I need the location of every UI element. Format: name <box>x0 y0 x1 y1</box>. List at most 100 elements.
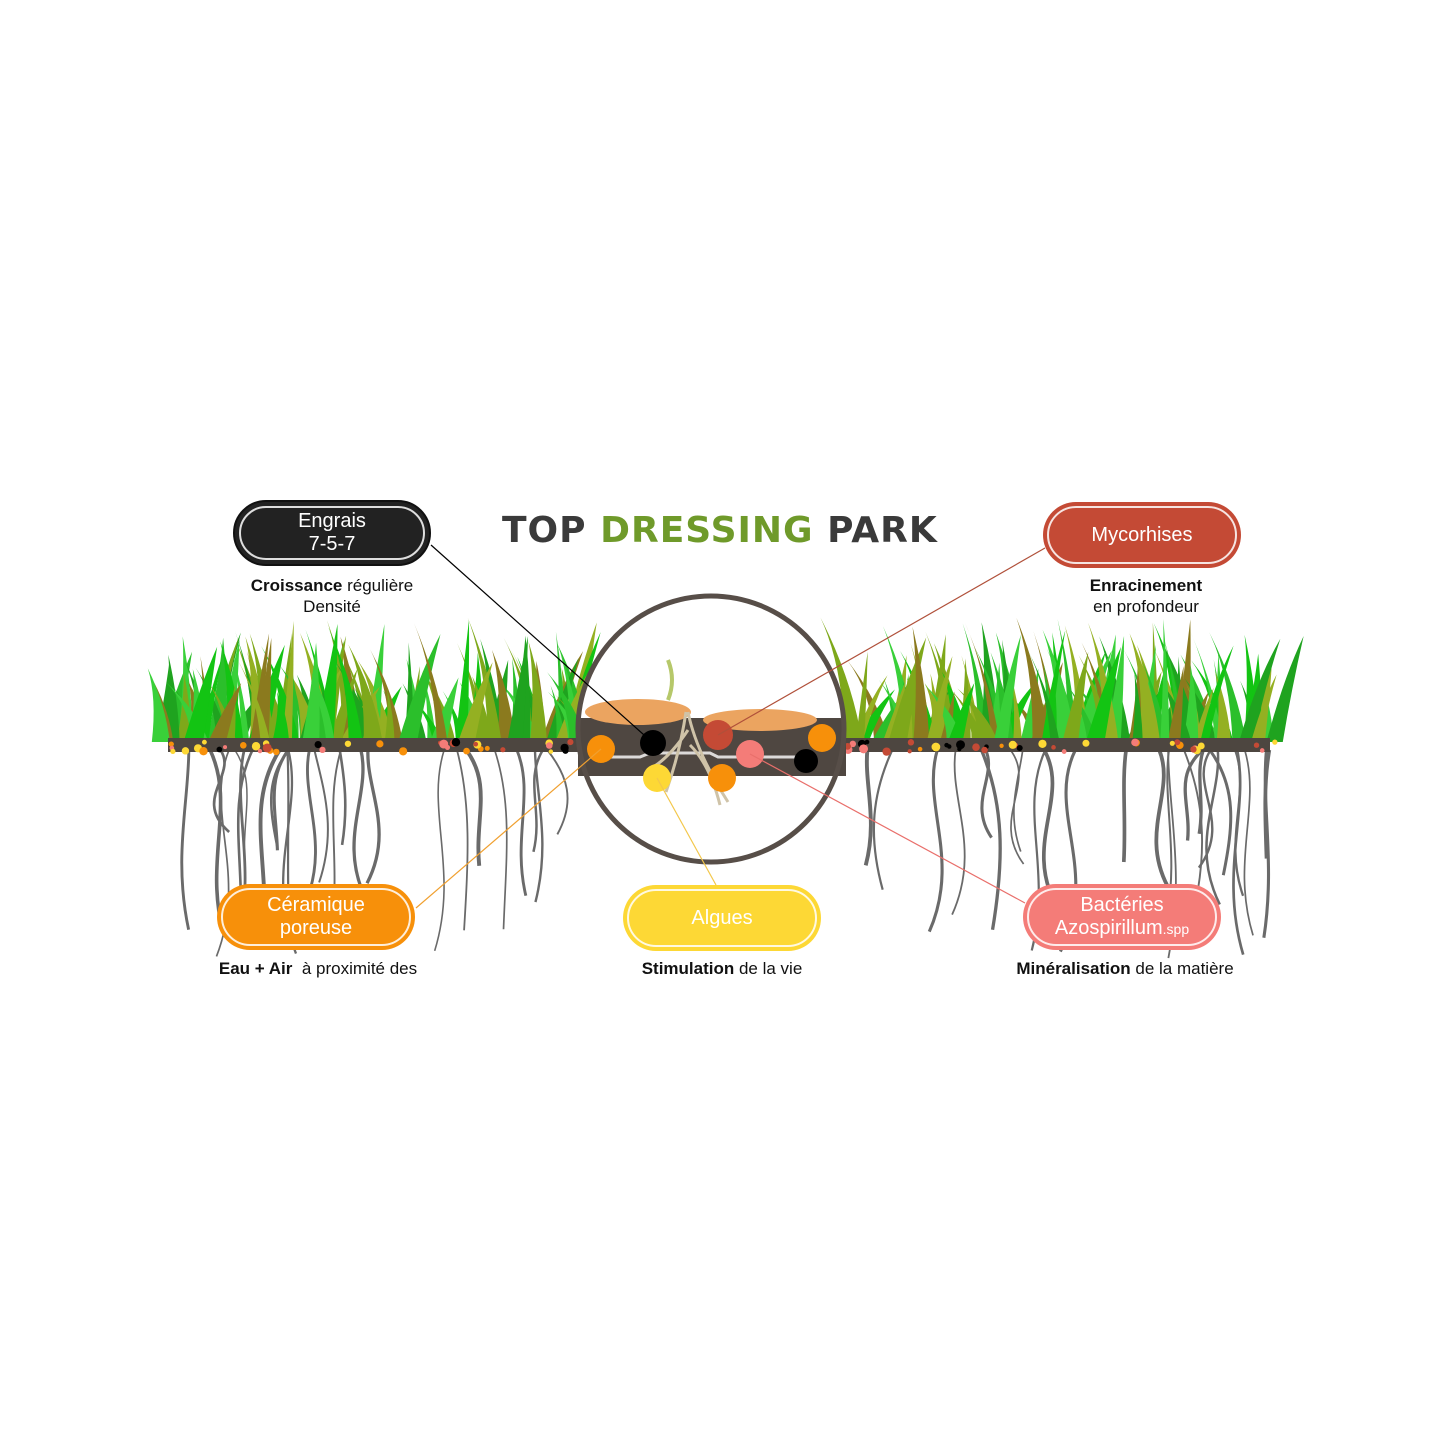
soil-granule <box>567 739 574 746</box>
bacteries-spp: .spp <box>1162 920 1190 937</box>
root <box>1154 749 1170 888</box>
ceramique-description: Eau + Air à proximité des <box>200 958 436 979</box>
grass-blade <box>820 617 863 742</box>
title-dressing: DRESSING <box>600 510 814 551</box>
soil-granule <box>484 745 490 751</box>
root <box>546 749 569 835</box>
grass-blade <box>1011 677 1022 742</box>
soil-granule <box>859 744 869 754</box>
soil-granule <box>972 743 980 751</box>
soil-granule <box>849 740 857 748</box>
soil-granule <box>1038 739 1047 748</box>
grass-blade <box>1142 661 1168 742</box>
soil-granule <box>170 748 176 754</box>
root <box>180 749 191 930</box>
grass-blade <box>1251 674 1277 742</box>
soil-granule <box>1190 746 1197 753</box>
soil-granule <box>500 747 506 753</box>
soil-granule <box>439 739 449 749</box>
grass-blade <box>1167 666 1184 742</box>
title-top: TOP <box>502 510 587 551</box>
grass-blade <box>147 668 170 742</box>
soil-granule <box>931 742 941 752</box>
soil-granule <box>463 747 470 755</box>
soil-granule <box>451 737 461 747</box>
grass-blade <box>1160 619 1170 742</box>
soil-granule <box>251 742 261 751</box>
algues-description: Stimulation de la vie <box>622 958 822 979</box>
root <box>338 749 347 846</box>
soil-granule <box>376 740 384 748</box>
root <box>464 748 483 867</box>
soil-granule <box>956 740 965 750</box>
grass-blade <box>250 633 270 742</box>
ceramique-subtitle: poreuse <box>279 917 353 939</box>
soil-granule <box>1169 740 1175 746</box>
soil-granule <box>262 743 272 753</box>
grass-blade <box>235 655 271 742</box>
engrais-description: Croissance régulière Densité <box>232 575 432 617</box>
root <box>365 749 381 885</box>
root <box>313 749 329 883</box>
leader-line-algues <box>656 777 717 886</box>
soil-granule <box>1061 749 1067 754</box>
soil-granule <box>319 746 326 754</box>
grass-blade <box>1200 645 1234 742</box>
grass-blade <box>220 641 244 742</box>
grass-blade <box>404 691 444 742</box>
root <box>1243 749 1254 936</box>
root <box>303 749 317 906</box>
root <box>433 749 445 952</box>
root <box>456 749 469 931</box>
soil-granule <box>548 749 554 754</box>
grass-blades <box>147 617 1304 742</box>
desc-bold: Minéralisation <box>1016 959 1131 978</box>
soil-granule <box>398 747 408 756</box>
grass-blade <box>328 627 363 742</box>
root <box>1262 749 1271 939</box>
grass-blade <box>1239 638 1281 742</box>
grass-blade <box>1016 617 1049 742</box>
title-park: PARK <box>827 510 938 551</box>
root <box>1205 749 1221 905</box>
soil-granule <box>545 742 553 749</box>
bacteries-title: Bactéries <box>1080 893 1164 916</box>
soil-granule <box>864 739 870 745</box>
grass-blade <box>370 649 403 742</box>
grass-blade <box>1088 622 1119 742</box>
engrais-badge: Engrais 7-5-7 <box>233 500 431 566</box>
grass-blade <box>183 646 218 742</box>
soil-granule <box>1082 739 1090 747</box>
soil-granule <box>240 742 247 749</box>
soil-granule <box>1174 739 1181 746</box>
soil-granule <box>947 744 952 749</box>
grass-blade <box>1099 636 1131 742</box>
root <box>863 749 873 866</box>
grass-blade <box>208 683 242 742</box>
root <box>980 749 993 839</box>
bacteries-description: Minéralisation de la matière <box>1000 958 1250 979</box>
soil-granule <box>907 749 912 754</box>
root <box>515 749 528 896</box>
root <box>979 749 1002 931</box>
root <box>352 749 368 901</box>
grass-blade <box>1190 631 1224 742</box>
bacteries-badge: Bactéries Azospirillum.spp <box>1023 884 1221 950</box>
root <box>927 749 944 933</box>
leader-line-engrais <box>430 544 654 744</box>
grass-blade <box>1085 646 1122 742</box>
ceramique-granule <box>708 764 736 792</box>
grass-blade <box>507 635 529 742</box>
grass-blade <box>348 644 383 742</box>
grass-blade <box>1026 647 1060 742</box>
engrais-granule <box>794 749 818 773</box>
bacteries-genus: Azospirillum <box>1054 916 1163 939</box>
algues-title: Algues <box>691 906 753 929</box>
soil-granule <box>473 741 479 747</box>
soil-granule <box>1008 740 1017 749</box>
engrais-npk: 7-5-7 <box>308 533 356 555</box>
soil-granule <box>1259 748 1265 753</box>
ceramique-granule <box>808 724 836 752</box>
seed <box>703 709 817 731</box>
soil-granule <box>1253 742 1260 748</box>
